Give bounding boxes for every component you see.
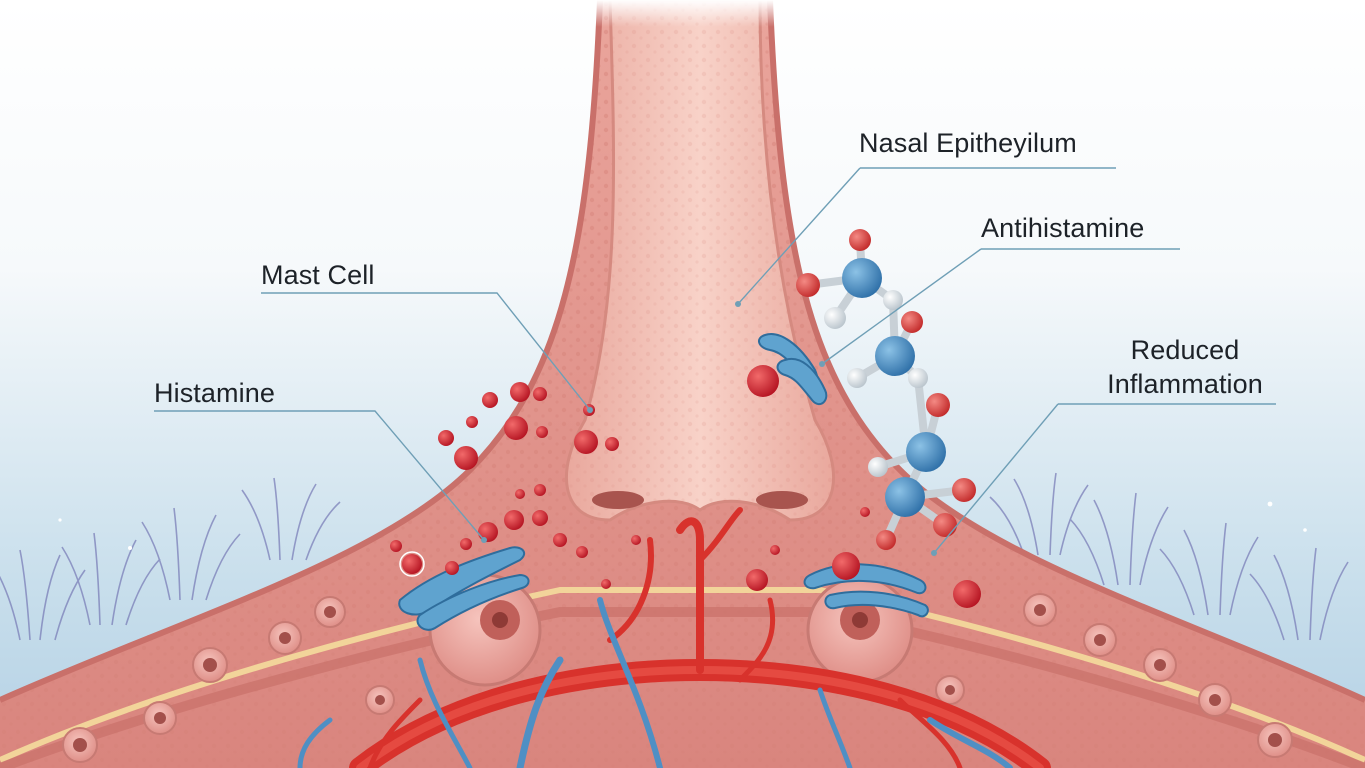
cilia: [0, 472, 1349, 641]
receptor-top: [758, 333, 828, 406]
label-reduced-line2: Inflammation: [1107, 369, 1263, 399]
label-mast-cell: Mast Cell: [261, 260, 375, 290]
blood-vessels: [297, 507, 1051, 768]
label-nasal-epithelium: Nasal Epitheyilum: [859, 128, 1077, 158]
leader-lines: [154, 167, 1276, 554]
receptor-left: [398, 546, 530, 631]
histamine-granules: [390, 365, 981, 608]
leader-dots: [481, 301, 937, 556]
label-reduced-line1: Reduced: [1130, 335, 1240, 365]
label-histamine: Histamine: [154, 378, 275, 408]
sparkles: [58, 501, 1307, 550]
tissue-cells: [62, 593, 1293, 763]
antihistamine-molecule: [796, 229, 976, 550]
label-antihistamine: Antihistamine: [981, 213, 1145, 243]
label-reduced-inflammation: Reduced Inflammation: [1080, 333, 1290, 401]
basement-membrane: [0, 587, 1365, 763]
